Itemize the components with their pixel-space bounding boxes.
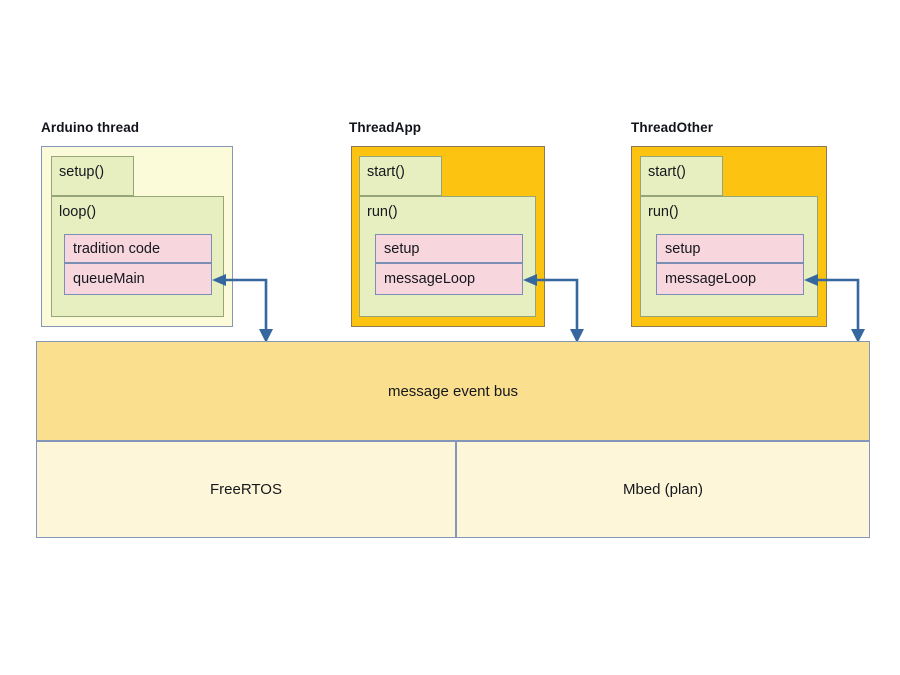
os-layer-mbed-label: Mbed (plan) bbox=[622, 481, 704, 498]
leaf-box-message-loop-app[interactable]: messageLoop bbox=[375, 263, 523, 295]
method-box-start-app[interactable]: start() bbox=[359, 156, 442, 196]
leaf-box-tradition-code[interactable]: tradition code bbox=[64, 234, 212, 263]
method-label-setup: setup() bbox=[59, 164, 105, 180]
os-layer-mbed[interactable]: Mbed (plan) bbox=[456, 441, 870, 538]
leaf-box-setup-other[interactable]: setup bbox=[656, 234, 804, 263]
leaf-label-setup-other: setup bbox=[665, 240, 701, 257]
column-title-thread-other: ThreadOther bbox=[631, 120, 714, 135]
column-title-thread-app: ThreadApp bbox=[349, 120, 422, 135]
method-box-setup[interactable]: setup() bbox=[51, 156, 134, 196]
os-layer-freertos[interactable]: FreeRTOS bbox=[36, 441, 456, 538]
leaf-label-queue-main: queueMain bbox=[73, 270, 145, 287]
method-label-loop: loop() bbox=[59, 204, 97, 220]
leaf-label-tradition-code: tradition code bbox=[73, 240, 161, 257]
message-event-bus-label: message event bus bbox=[387, 382, 519, 400]
method-box-start-other[interactable]: start() bbox=[640, 156, 723, 196]
connector-message-loop-app-to-bus bbox=[523, 274, 584, 343]
method-label-start-app: start() bbox=[367, 164, 405, 180]
method-label-start-other: start() bbox=[648, 164, 686, 180]
leaf-box-setup-app[interactable]: setup bbox=[375, 234, 523, 263]
leaf-label-setup-app: setup bbox=[384, 240, 420, 257]
os-layer-freertos-label: FreeRTOS bbox=[210, 481, 282, 498]
connector-queue-main-to-bus bbox=[212, 274, 273, 343]
message-event-bus[interactable]: message event bus bbox=[36, 341, 870, 441]
method-label-run-app: run() bbox=[367, 204, 398, 220]
column-title-arduino-thread: Arduino thread bbox=[41, 120, 140, 135]
leaf-label-message-loop-app: messageLoop bbox=[384, 270, 476, 287]
connector-message-loop-other-to-bus bbox=[804, 274, 865, 343]
method-label-run-other: run() bbox=[648, 204, 679, 220]
leaf-label-message-loop-other: messageLoop bbox=[665, 270, 757, 287]
leaf-box-queue-main[interactable]: queueMain bbox=[64, 263, 212, 295]
leaf-box-message-loop-other[interactable]: messageLoop bbox=[656, 263, 804, 295]
